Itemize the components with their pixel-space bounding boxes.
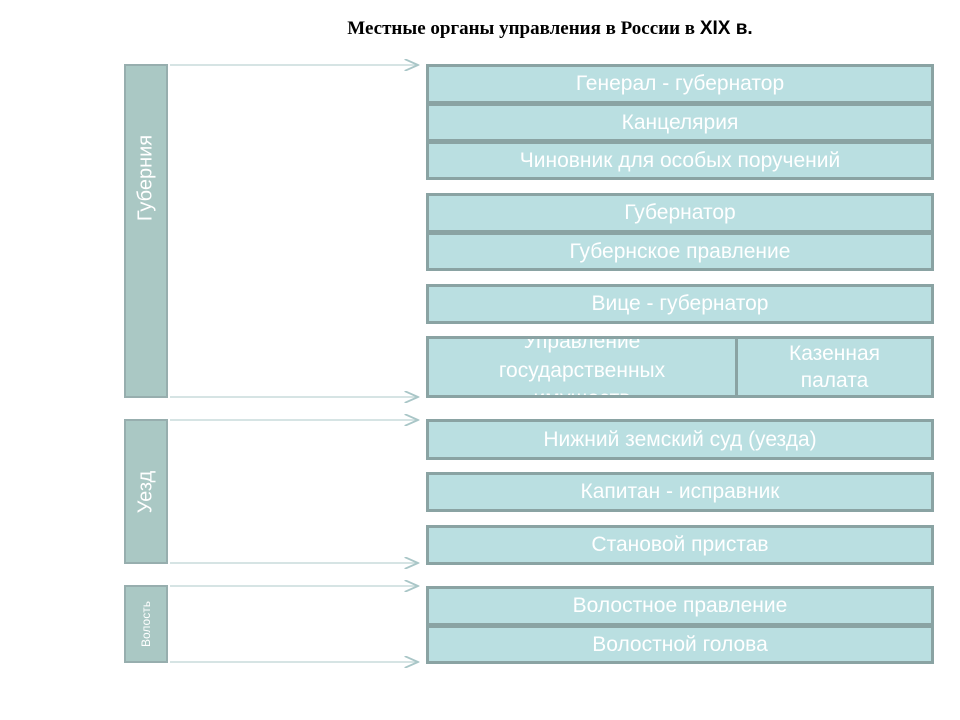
level-volost-label: Волость [139,601,153,647]
box-general-governor: Генерал - губернатор [426,64,934,104]
box-chancellery: Канцелярия [426,103,934,142]
box-volost-head: Волостной голова [426,625,934,664]
box-special-official: Чиновник для особых поручений [426,141,934,180]
box-provincial-board: Губернское правление [426,232,934,271]
box-governor: Губернатор [426,193,934,233]
box-vice-governor: Вице - губернатор [426,284,934,324]
box-stanovoy: Становой пристав [426,525,934,565]
level-uezd-label: Уезд [134,470,157,513]
title-suffix: XIX в. [699,18,753,39]
box-volost-board: Волостное правление [426,586,934,626]
level-guberniya-label: Губерния [134,135,157,222]
level-volost: Волость [124,585,168,663]
box-state-property: Управление государственных имуществ [426,336,738,398]
page-title: Местные органы управления в России в XIX… [0,18,960,40]
level-uezd: Уезд [124,419,168,564]
level-guberniya: Губерния [124,64,168,398]
box-police-captain: Капитан - исправник [426,472,934,512]
box-treasury: Казенная палата [735,336,934,398]
title-main: Местные органы управления в России в [347,18,696,39]
box-lower-court: Нижний земский суд (уезда) [426,419,934,460]
